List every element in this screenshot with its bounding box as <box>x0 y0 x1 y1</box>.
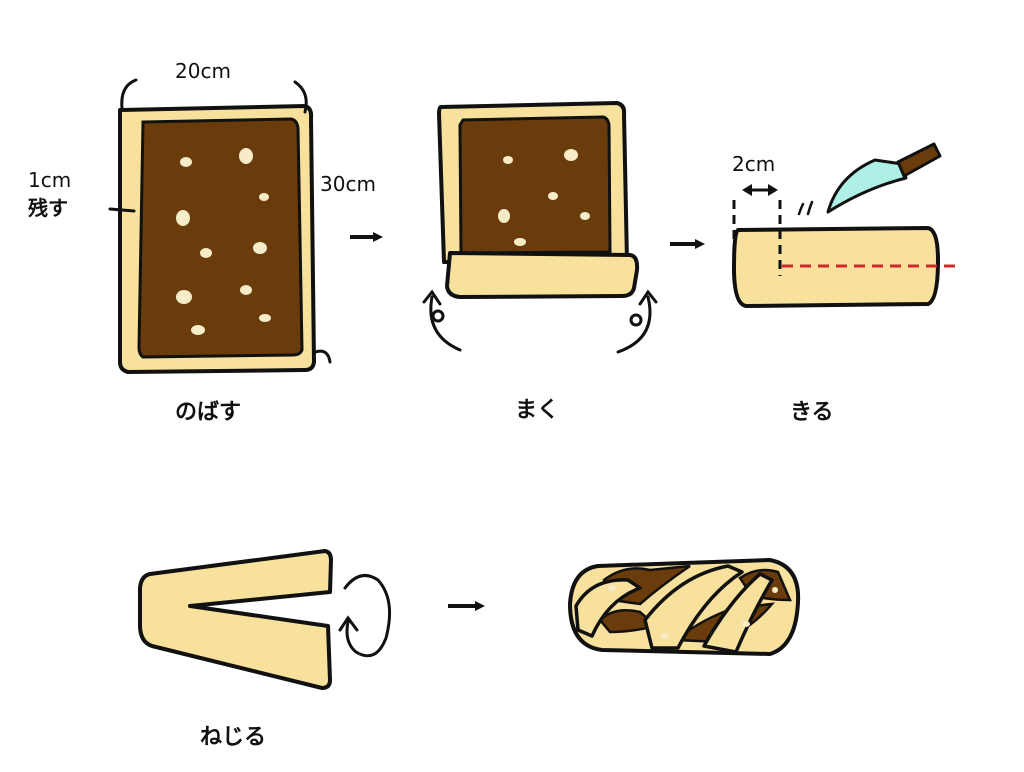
height-dimension-label: 30cm <box>320 172 376 196</box>
nut-pieces <box>176 148 271 335</box>
step2-rolling-dough <box>437 101 640 299</box>
cut-width-label: 2cm <box>732 152 776 176</box>
step-label-nejiru: ねじる <box>200 725 267 750</box>
step1-rolled-dough <box>118 104 316 374</box>
width-dimension-label: 20cm <box>175 59 231 83</box>
motion-lines <box>797 200 814 216</box>
margin-dimension-label: 1cm <box>28 168 72 192</box>
twist-motion-icon <box>338 574 392 658</box>
cut-width-arrow <box>742 184 778 196</box>
step-label-kiru: きる <box>790 400 834 425</box>
step-label-nobasu: のばす <box>175 400 242 425</box>
roll-motion-icon <box>422 289 658 354</box>
knife-icon <box>826 142 942 214</box>
step4-split-dough <box>138 549 333 690</box>
margin-note-label: 残す <box>28 196 68 220</box>
twisted-bread <box>568 558 801 656</box>
step-label-maku: まく <box>515 398 560 423</box>
